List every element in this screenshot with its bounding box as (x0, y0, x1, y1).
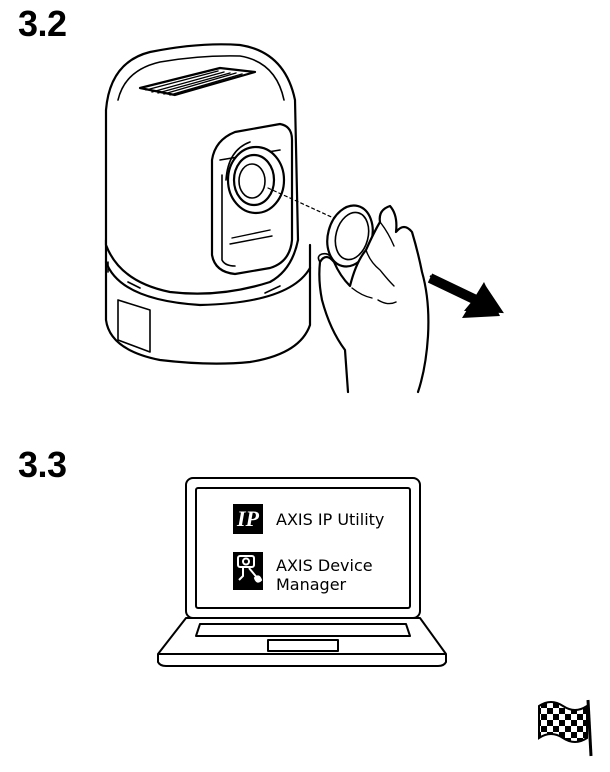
ip-utility-icon[interactable]: IP (233, 504, 263, 534)
camera-illustration (104, 43, 504, 394)
step-number: 3.3 (18, 444, 67, 485)
ip-utility-label[interactable]: AXIS IP Utility (276, 510, 385, 529)
step-number: 3.2 (18, 3, 67, 44)
checkered-flag-icon (538, 699, 593, 757)
keyboard (195, 623, 411, 637)
touchpad (267, 639, 339, 652)
device-manager-label[interactable]: AXIS Device Manager (276, 556, 373, 594)
device-manager-icon[interactable] (233, 552, 263, 590)
